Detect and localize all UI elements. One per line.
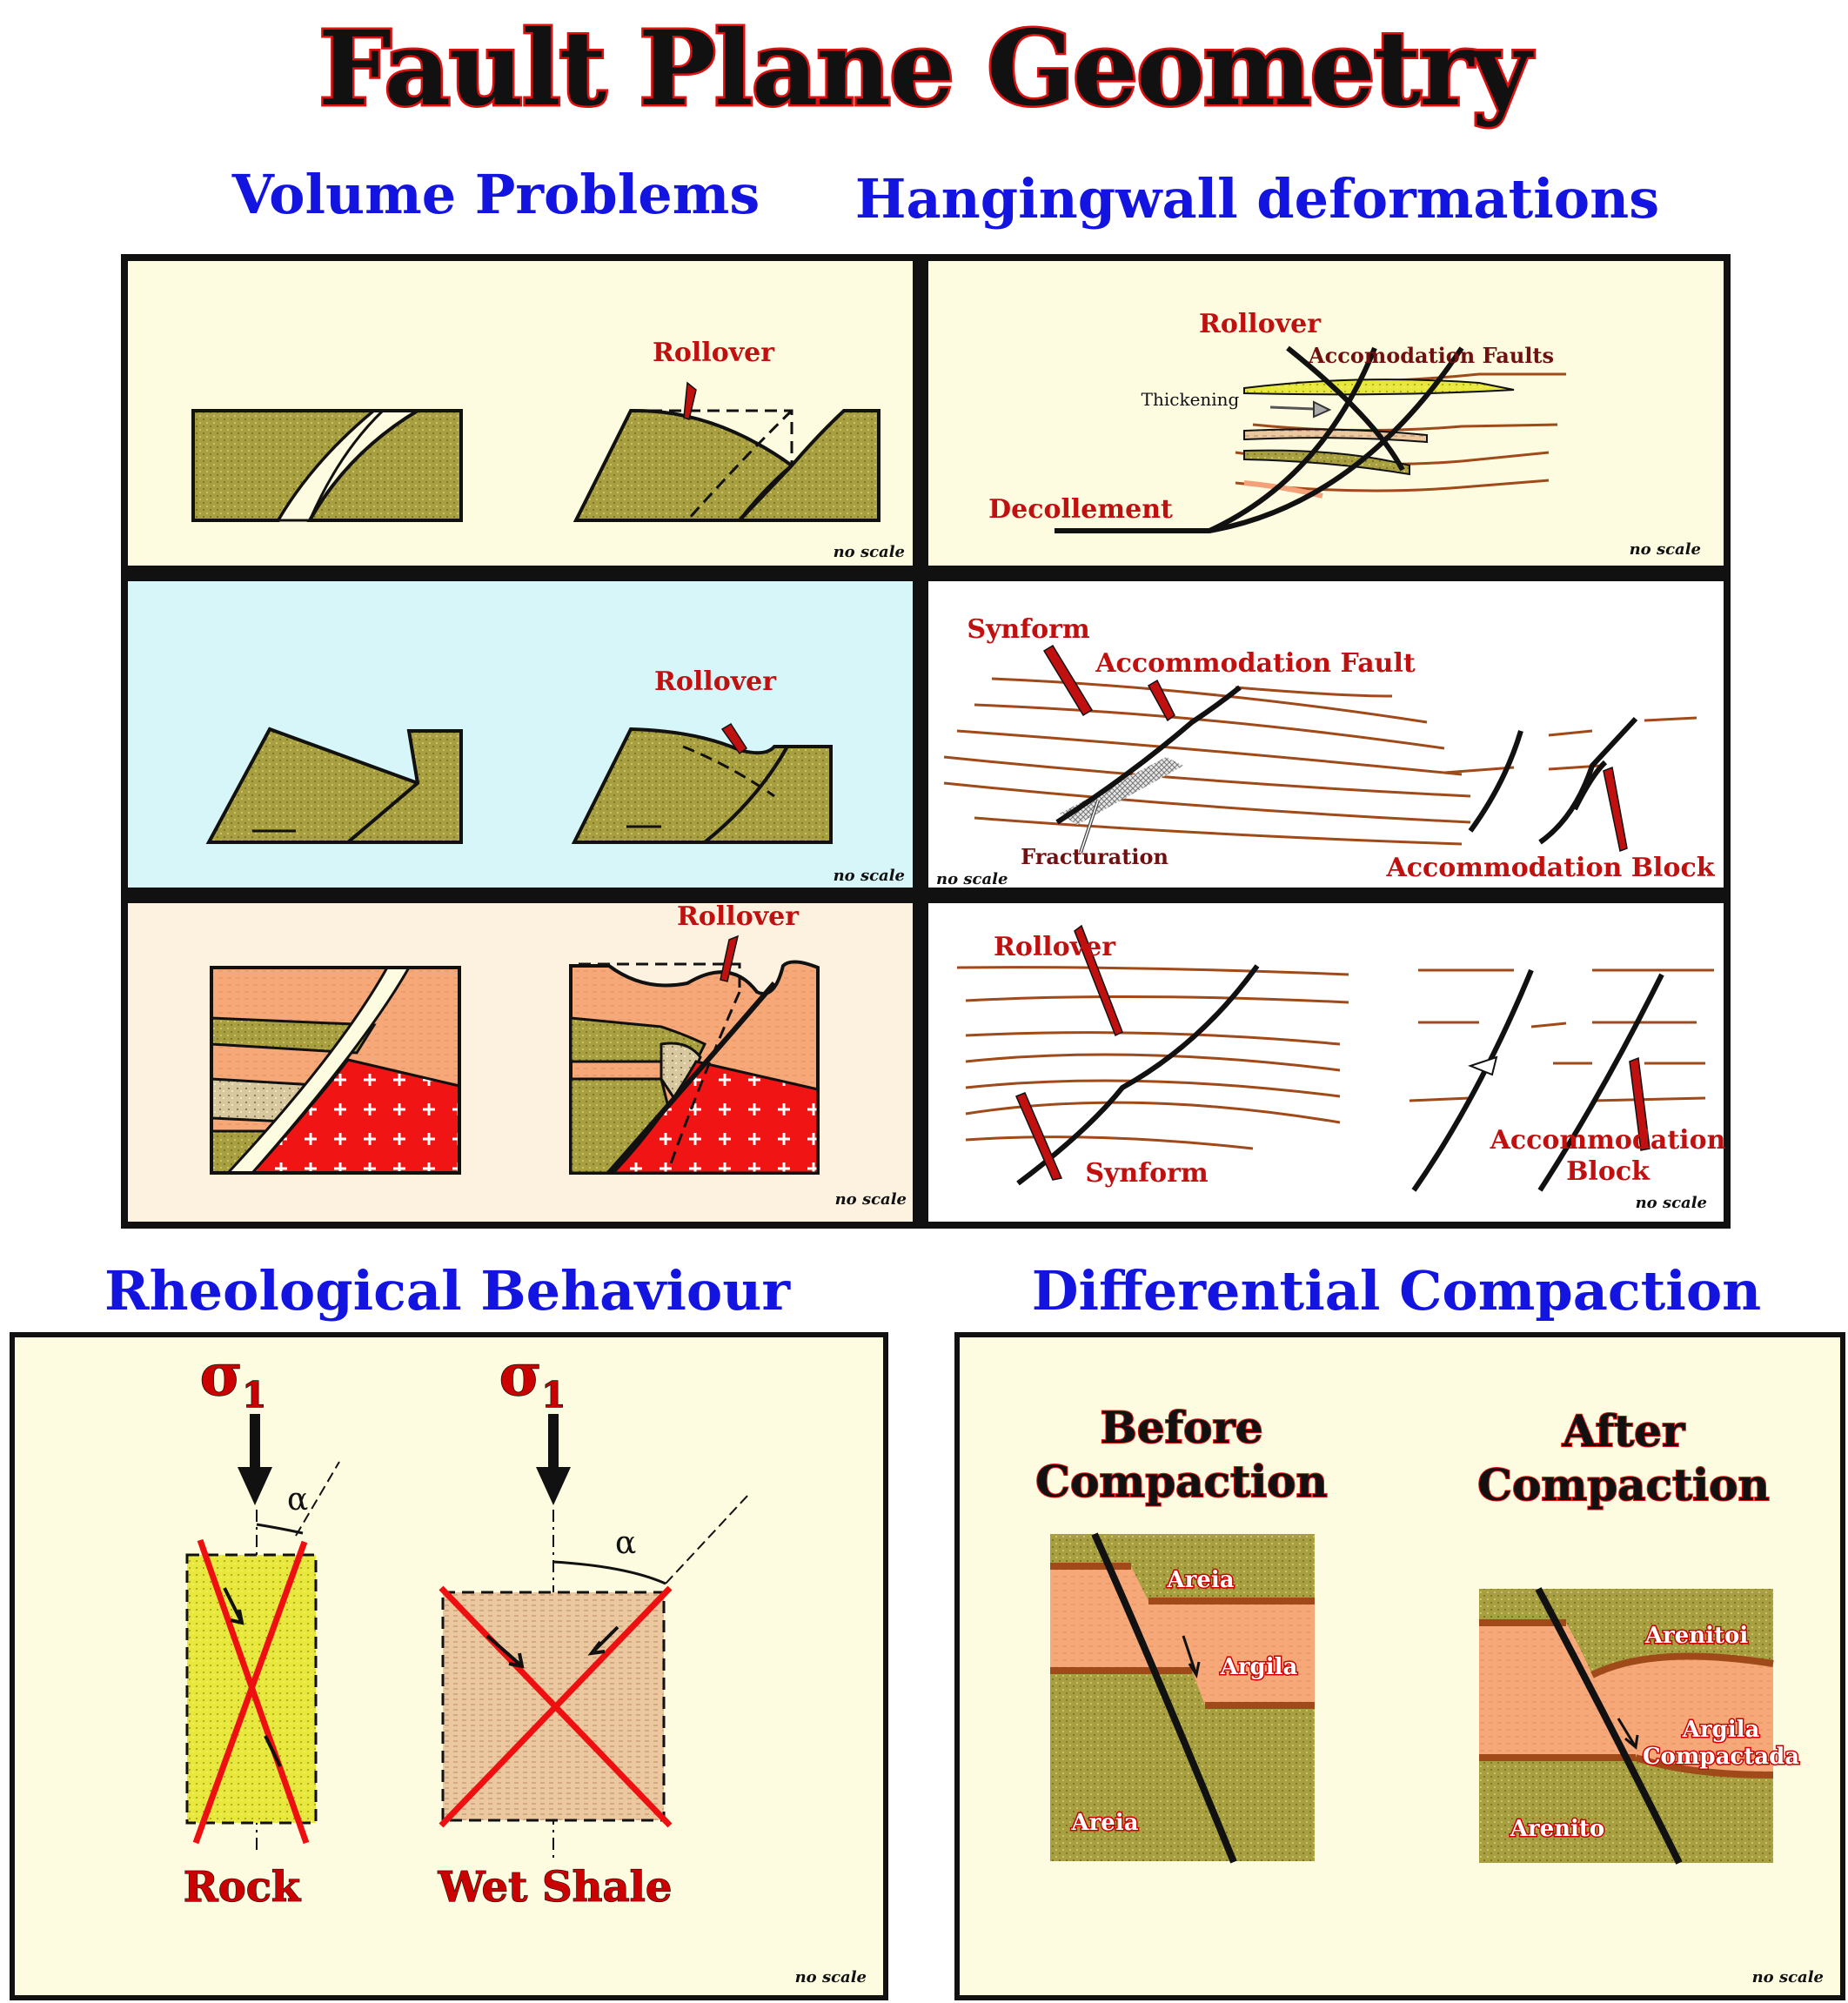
- rock-label: Rock: [184, 1863, 302, 1912]
- synform-label-2: Synform: [1085, 1158, 1209, 1189]
- no-scale-1b: no scale: [1630, 540, 1701, 559]
- rollover-label-5: Rollover: [994, 932, 1116, 962]
- panel-3a-content: Rollover no scale: [210, 901, 907, 1209]
- page-title: Fault Plane Geometry: [318, 8, 1534, 129]
- arenitoi-label: Arenitoi: [1644, 1623, 1749, 1649]
- no-scale-3b: no scale: [1636, 1194, 1707, 1212]
- argila-label: Argila: [1220, 1654, 1298, 1680]
- sigma-1-rock: σ1: [200, 1341, 267, 1416]
- after-compaction-line2: Compaction: [1477, 1459, 1770, 1511]
- rollover-label-4: Rollover: [677, 901, 800, 932]
- heading-volume-problems: Volume Problems: [231, 163, 760, 226]
- heading-hangingwall-deformations: Hangingwall deformations: [855, 167, 1659, 231]
- accommodation-block-label-1: Accommodation Block: [1385, 853, 1715, 883]
- no-scale-1a: no scale: [834, 543, 905, 561]
- arenito-label: Arenito: [1510, 1816, 1605, 1842]
- rollover-label-1: Rollover: [653, 338, 775, 368]
- panel-3b-content: Rollover Synform Accommodation Block no …: [956, 924, 1726, 1212]
- panel-2a-content: Rollover no scale: [205, 667, 905, 885]
- panel-1a-content: Rollover no scale: [191, 338, 905, 561]
- before-compaction-line2: Compaction: [1035, 1456, 1328, 1507]
- panel-1b: [928, 261, 1724, 566]
- panel-2b: [928, 581, 1724, 888]
- areia-bottom-label: Areia: [1070, 1810, 1138, 1836]
- synform-label-1: Synform: [967, 614, 1090, 645]
- rollover-label-2: Rollover: [1199, 309, 1322, 339]
- accommodation-block-label-2a: Accommodation: [1490, 1125, 1726, 1156]
- thickening-label: Thickening: [1142, 389, 1240, 410]
- rheology-panel: σ1 α Rock σ1 α Wet Shale no scale: [10, 1332, 888, 2000]
- heading-rheological-behaviour: Rheological Behaviour: [104, 1259, 791, 1323]
- panel-1b-content: Rollover Accomodation Faults Thickening …: [988, 309, 1701, 559]
- no-scale-3a: no scale: [835, 1190, 907, 1209]
- heading-differential-compaction: Differential Compaction: [1032, 1259, 1762, 1323]
- decollement-label: Decollement: [988, 494, 1173, 525]
- wet-shale-label: Wet Shale: [438, 1863, 673, 1912]
- argila-compactada-line1: Argila: [1682, 1717, 1760, 1743]
- sigma-1-shale: σ1: [499, 1341, 566, 1416]
- before-compaction-line1: Before: [1100, 1402, 1262, 1453]
- no-scale-2b: no scale: [936, 870, 1008, 888]
- rollover-label-3: Rollover: [654, 667, 777, 697]
- alpha-shale: α: [615, 1525, 636, 1561]
- after-compaction-line1: After: [1562, 1405, 1685, 1457]
- alpha-rock: α: [287, 1482, 308, 1517]
- no-scale-compaction: no scale: [1752, 1968, 1824, 1986]
- panel-2b-content: Synform Accommodation Fault Fracturation…: [936, 614, 1716, 888]
- areia-top-label: Areia: [1166, 1567, 1234, 1593]
- compaction-panel: Before Compaction After Compaction Areia…: [954, 1332, 1845, 2000]
- no-scale-2a: no scale: [834, 867, 905, 885]
- accomodation-faults-label: Accomodation Faults: [1308, 343, 1554, 368]
- no-scale-rheology: no scale: [795, 1968, 867, 1986]
- accommodation-block-label-2b: Block: [1566, 1156, 1650, 1187]
- fracturation-label: Fracturation: [1021, 844, 1168, 869]
- argila-compactada-line2: Compactada: [1643, 1744, 1799, 1770]
- accommodation-fault-label: Accommodation Fault: [1095, 648, 1416, 679]
